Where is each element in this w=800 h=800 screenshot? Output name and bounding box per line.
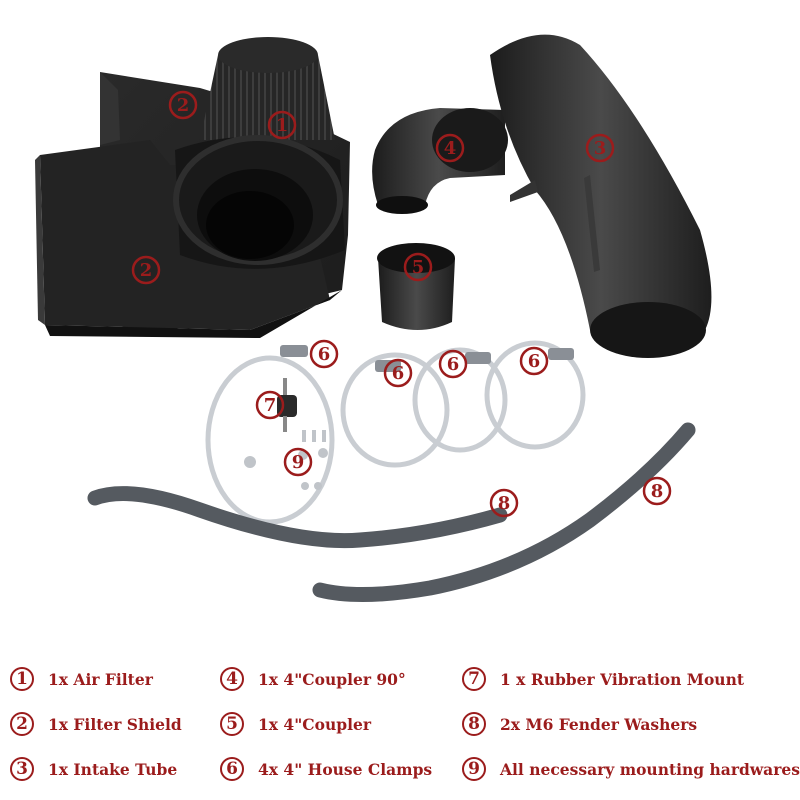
marker-hose-2: 8 [642,476,672,506]
intake-tube [490,34,712,358]
number-badge: 2 [10,712,34,736]
number-badge: 3 [10,757,34,781]
marker-number: 4 [444,138,457,159]
marker-air-filter: 1 [267,110,297,140]
marker-circle [438,349,468,379]
marker-filter-shield-front: 2 [131,255,161,285]
marker-number: 1 [276,115,289,136]
clamp-screws [280,345,574,372]
number-badge: 7 [462,667,486,691]
marker-circle [255,390,285,420]
marker-circle [435,133,465,163]
marker-number: 7 [264,395,277,416]
marker-vibration-mount: 7 [255,390,285,420]
marker-number: 6 [528,351,541,372]
marker-number: 3 [594,138,607,159]
marker-circle [403,252,433,282]
marker-number: 2 [177,95,190,116]
marker-hardware: 9 [283,447,313,477]
legend-label: 1x Intake Tube [48,759,178,779]
number-badge: 8 [462,712,486,736]
product-photo: 1 2 2 3 4 5 6 6 6 6 7 8 8 9 [35,34,712,603]
number-badge: 9 [462,757,486,781]
marker-number: 8 [498,493,511,514]
marker-coupler: 5 [403,252,433,282]
marker-number: 9 [292,452,305,473]
legend-item-mounting-hardware: 9 All necessary mounting hardwares [462,752,800,786]
marker-circle [131,255,161,285]
marker-clamp-1: 6 [309,339,339,369]
parts-legend: 1 1x Air Filter 2 1x Filter Shield 3 1x … [0,652,800,800]
marker-circle [585,133,615,163]
marker-number: 6 [392,363,405,384]
legend-item-intake-tube: 3 1x Intake Tube [10,752,177,786]
legend-item-fender-washers: 8 2x M6 Fender Washers [462,707,697,741]
marker-number: 5 [412,257,425,278]
rubber-hoses [87,422,696,603]
number-markers: 1 2 2 3 4 5 6 6 6 6 7 8 8 9 [131,90,672,518]
number-badge: 1 [10,667,34,691]
hardware [244,430,328,490]
legend-label: All necessary mounting hardwares [500,759,800,779]
marker-number: 6 [447,354,460,375]
legend-label: 4x 4" House Clamps [258,759,433,779]
legend-label: 1x 4"Coupler 90° [258,669,406,689]
marker-filter-shield-top: 2 [168,90,198,120]
legend-item-coupler: 5 1x 4"Coupler [220,707,371,741]
hose-clamps [205,340,586,525]
legend-item-air-filter: 1 1x Air Filter [10,662,153,696]
marker-circle [383,358,413,388]
marker-clamp-2: 6 [383,358,413,388]
marker-number: 6 [318,344,331,365]
coupler-90 [372,108,508,214]
legend-label: 1x Air Filter [48,669,153,689]
air-filter [173,37,345,269]
legend-item-house-clamps: 6 4x 4" House Clamps [220,752,432,786]
marker-circle [489,488,519,518]
marker-hose-1: 8 [489,488,519,518]
marker-circle [267,110,297,140]
marker-intake-tube: 3 [585,133,615,163]
legend-label: 1x 4"Coupler [258,714,371,734]
legend-item-coupler-90: 4 1x 4"Coupler 90° [220,662,406,696]
marker-number: 8 [651,481,664,502]
legend-item-filter-shield: 2 1x Filter Shield [10,707,182,741]
number-badge: 6 [220,757,244,781]
marker-circle [642,476,672,506]
marker-number: 2 [140,260,153,281]
marker-circle [519,346,549,376]
legend-label: 1 x Rubber Vibration Mount [500,669,745,689]
number-badge: 4 [220,667,244,691]
legend-item-vibration-mount: 7 1 x Rubber Vibration Mount [462,662,744,696]
marker-coupler-90: 4 [435,133,465,163]
vibration-mount [277,378,297,432]
marker-circle [168,90,198,120]
marker-circle [309,339,339,369]
marker-circle [283,447,313,477]
marker-clamp-4: 6 [519,346,549,376]
marker-clamp-3: 6 [438,349,468,379]
legend-label: 1x Filter Shield [48,714,182,734]
legend-label: 2x M6 Fender Washers [500,714,698,734]
number-badge: 5 [220,712,244,736]
coupler [377,243,455,330]
